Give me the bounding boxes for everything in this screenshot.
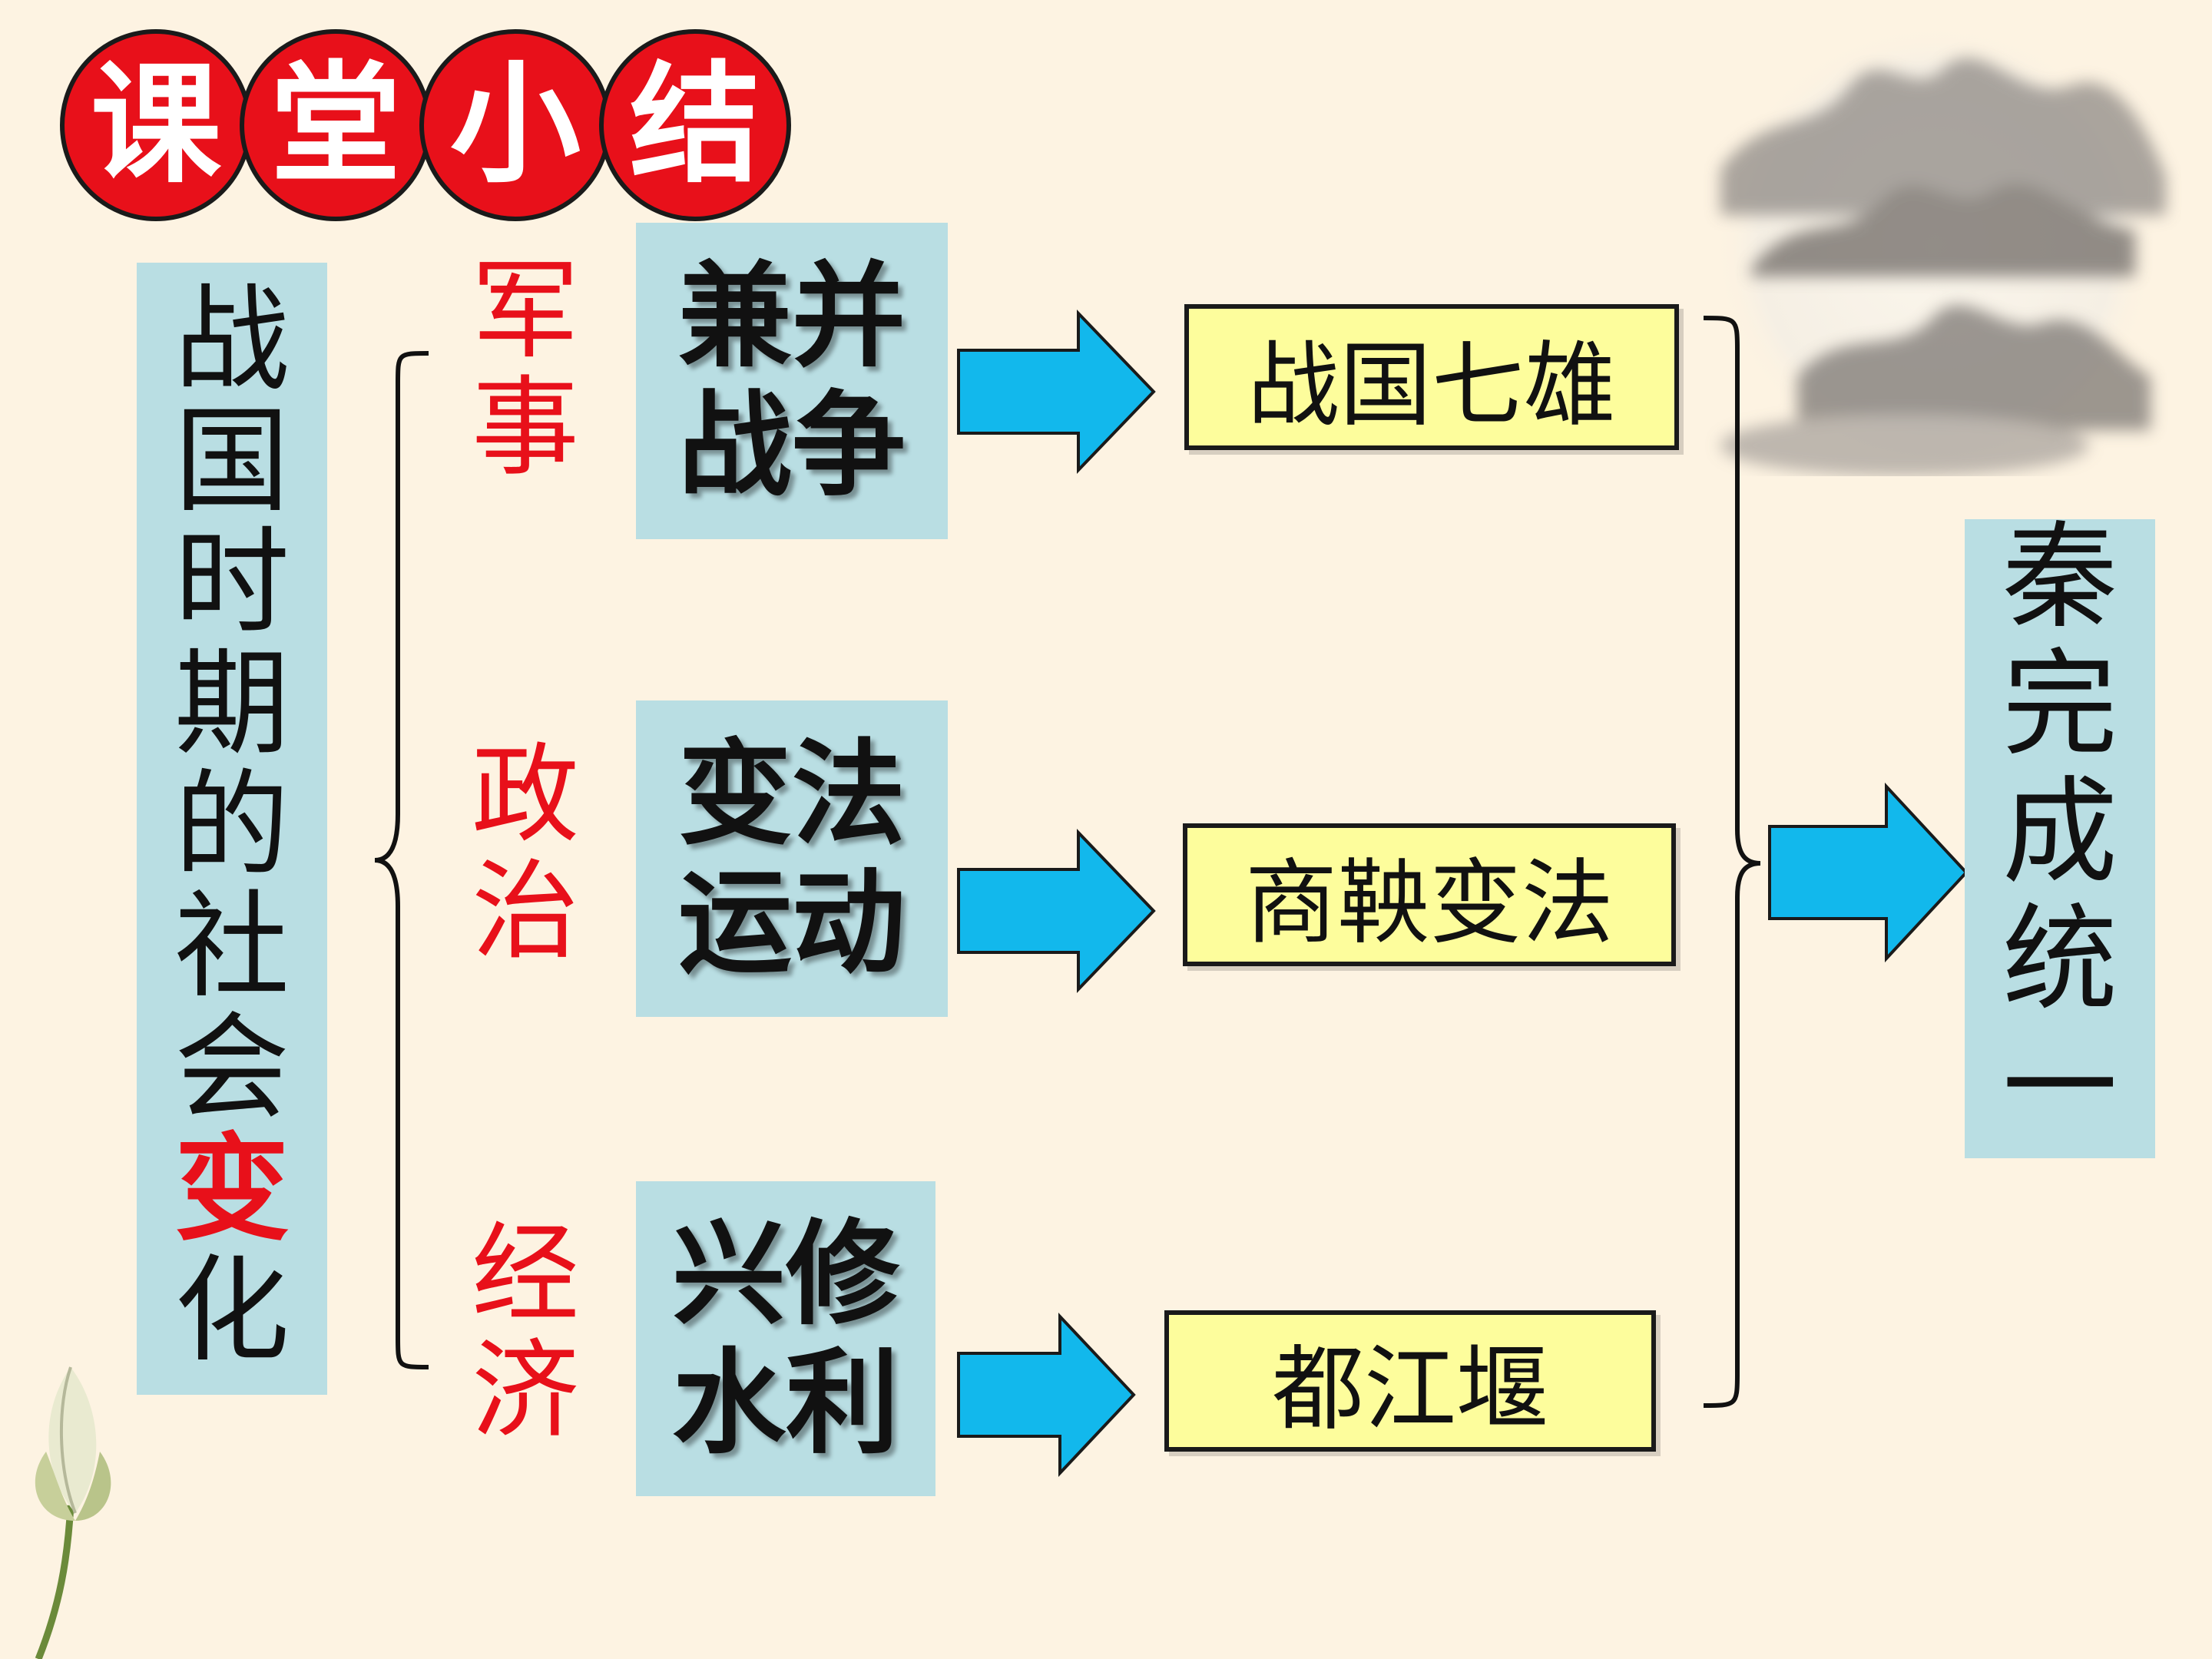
arrow-right-icon [957,829,1156,993]
title-char: 堂 [240,29,432,221]
lotus-bud [35,1366,111,1659]
arrow-right-icon [1768,782,1969,963]
category-char: 经 [471,1212,579,1337]
topic-char: 时 [174,516,290,650]
category-military: 军 事 [464,258,587,492]
topic-char: 战 [174,273,290,407]
topic-char: 期 [174,637,290,771]
topic-char: 的 [174,759,290,892]
conclusion-char: 统 [2002,893,2118,1027]
title-char: 课 [60,29,252,221]
action-line: 兼并 [678,250,906,382]
conclusion-char: 一 [2002,1021,2118,1154]
right-brace [1703,316,1761,1408]
arrow-right-icon [957,1312,1136,1478]
category-char: 政 [471,733,579,858]
category-char: 军 [471,249,579,374]
main-topic-box: 战 国 时 期 的 社 会 变 化 [137,263,327,1395]
topic-char: 化 [174,1244,290,1378]
conclusion-char: 成 [2002,766,2118,899]
title-char: 结 [599,29,791,221]
topic-char: 社 [174,880,290,1014]
conclusion-box: 秦 完 成 统 一 [1965,519,2155,1158]
topic-char: 会 [174,1002,290,1135]
action-box-annexation: 兼并 战争 [636,223,948,539]
topic-char: 国 [174,395,290,528]
arrow-right-icon [957,310,1156,474]
action-line: 战争 [678,379,906,512]
category-politics: 政 治 [464,742,587,975]
result-box-dujiangyan: 都江堰 [1164,1310,1656,1452]
action-line: 水利 [672,1337,899,1469]
category-economy: 经 济 [464,1221,587,1455]
left-brace [374,351,429,1369]
conclusion-char: 完 [2002,638,2118,772]
action-box-reform: 变法 运动 [636,700,948,1017]
action-line: 兴修 [672,1208,899,1340]
category-char: 治 [471,849,579,975]
category-char: 济 [471,1329,579,1454]
action-line: 运动 [678,857,906,989]
topic-char-highlight: 变 [174,1123,290,1257]
conclusion-char: 秦 [2002,511,2118,644]
category-char: 事 [471,366,579,491]
result-box-shang-yang: 商鞅变法 [1183,823,1676,966]
mountain-painting [1713,23,2166,476]
action-line: 变法 [678,728,906,860]
result-box-seven-states: 战国七雄 [1184,304,1679,450]
title-char: 小 [419,29,611,221]
action-box-irrigation: 兴修 水利 [636,1181,935,1496]
